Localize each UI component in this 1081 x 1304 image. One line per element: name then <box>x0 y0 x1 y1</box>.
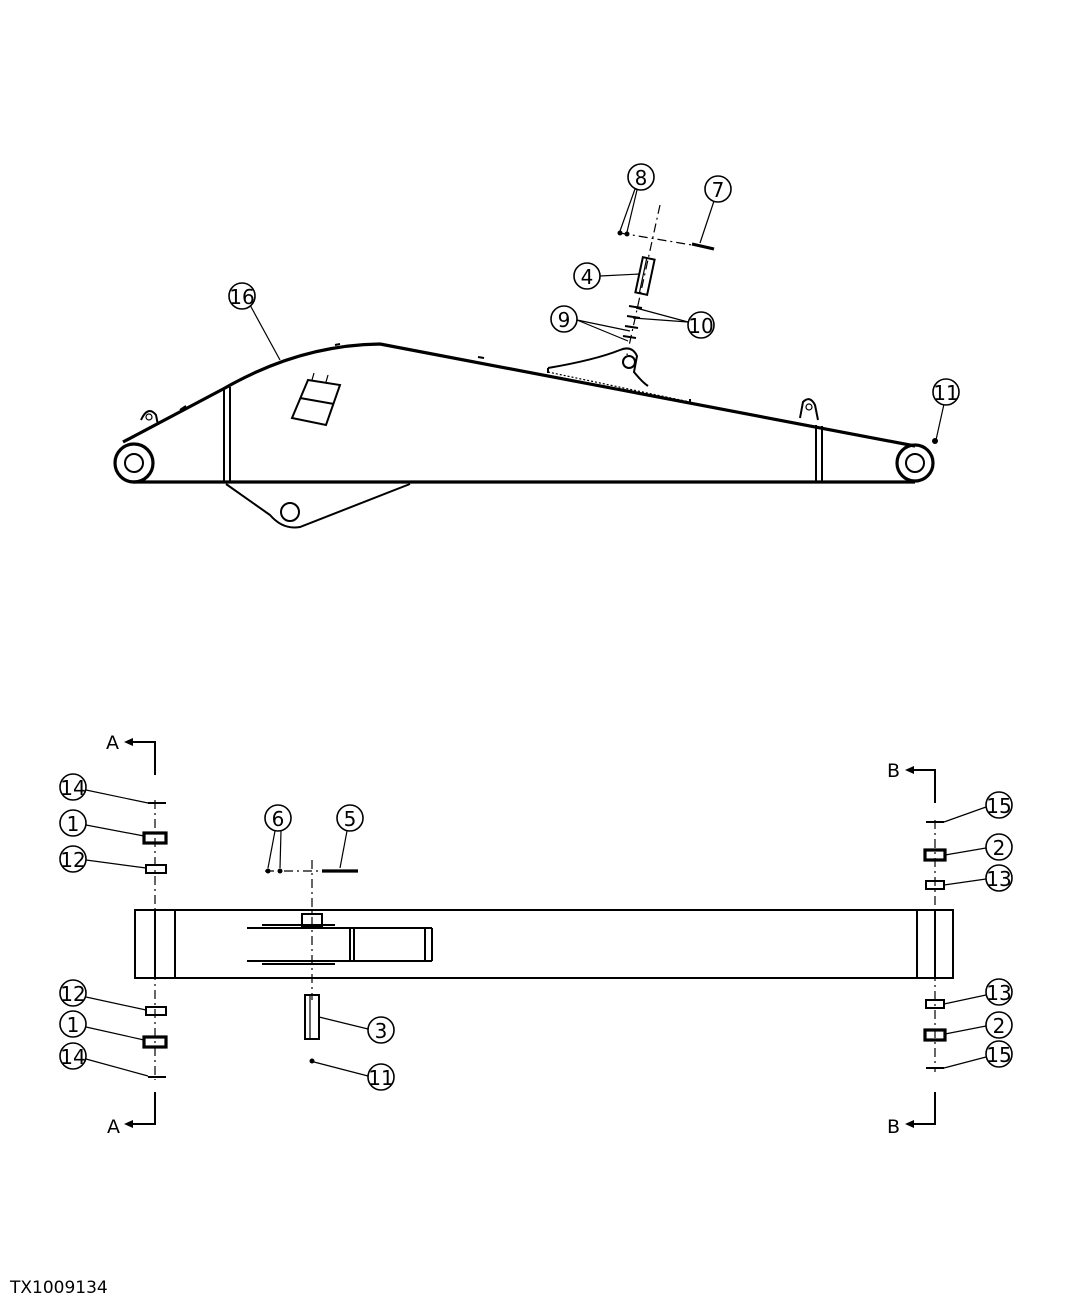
callout-2-bottom-label: 2 <box>993 1014 1006 1038</box>
callout-4: 4 <box>573 262 641 290</box>
boom-foot-pin-boss <box>113 442 155 484</box>
callout-13-top: 13 <box>943 864 1013 892</box>
callout-13-top-label: 13 <box>986 867 1011 891</box>
part-4-pin <box>634 255 656 297</box>
callout-10-label: 10 <box>688 314 713 338</box>
callout-8: 8 <box>619 163 655 233</box>
callout-1-bottom: 1 <box>59 1010 145 1041</box>
callout-13-bottom-label: 13 <box>986 981 1011 1005</box>
boom-top-view <box>124 738 954 1128</box>
callout-12-bottom-label: 12 <box>60 982 85 1006</box>
boom-body-outline <box>122 342 916 448</box>
callout-15-bottom-label: 15 <box>986 1043 1011 1067</box>
callout-16: 16 <box>228 282 281 361</box>
callout-14-bottom-label: 14 <box>60 1045 85 1069</box>
callout-2-bottom: 2 <box>944 1011 1013 1039</box>
callout-15-top-label: 15 <box>986 794 1011 818</box>
callout-14-bottom: 14 <box>59 1042 149 1077</box>
callout-12-top: 12 <box>59 845 147 873</box>
callout-12-top-label: 12 <box>60 848 85 872</box>
decal-plate <box>290 372 342 427</box>
callout-14-top: 14 <box>59 773 149 804</box>
callout-11-top: 11 <box>313 1061 395 1091</box>
callout-8-label: 8 <box>635 166 648 190</box>
boom-lower-bracket <box>225 483 411 529</box>
callout-11-top-label: 11 <box>368 1066 393 1090</box>
callout-1-top: 1 <box>59 809 145 837</box>
callout-1-top-label: 1 <box>67 812 80 836</box>
boom-side-view <box>113 204 938 529</box>
callout-5-label: 5 <box>344 807 357 831</box>
callout-4-label: 4 <box>581 265 594 289</box>
callout-2-top: 2 <box>944 833 1013 861</box>
figure-id: TX1009134 <box>9 1278 108 1298</box>
callout-2-top-label: 2 <box>993 836 1006 860</box>
section-label-a-bottom: A <box>107 1116 120 1138</box>
section-label-b-top: B <box>887 760 900 782</box>
callout-14-top-label: 14 <box>60 776 85 800</box>
part-3-pin <box>304 994 320 1040</box>
callout-7: 7 <box>699 175 732 244</box>
callout-5: 5 <box>336 804 364 869</box>
callout-6-label: 6 <box>272 807 285 831</box>
callout-10: 10 <box>632 307 715 339</box>
callout-11-side: 11 <box>932 378 960 441</box>
callout-15-bottom: 15 <box>943 1040 1013 1069</box>
callout-6: 6 <box>264 804 292 869</box>
boom-top-body <box>134 909 954 979</box>
cylinder-mount-bracket <box>547 347 649 387</box>
callout-9-label: 9 <box>558 308 571 332</box>
cylinder-bracket-top <box>247 913 433 965</box>
callout-12-bottom: 12 <box>59 979 147 1011</box>
callout-1-bottom-label: 1 <box>67 1013 80 1037</box>
callout-9: 9 <box>550 305 631 342</box>
callout-3: 3 <box>318 1016 395 1044</box>
callout-3-label: 3 <box>375 1019 388 1043</box>
callout-16-label: 16 <box>229 285 254 309</box>
section-label-a-top: A <box>106 732 119 754</box>
callout-7-label: 7 <box>712 178 725 202</box>
callout-13-bottom: 13 <box>943 978 1013 1006</box>
boom-tip-pin-boss <box>895 443 935 483</box>
callout-11-side-label: 11 <box>933 381 958 405</box>
section-label-b-bottom: B <box>887 1116 900 1138</box>
callout-15-top: 15 <box>943 791 1013 823</box>
